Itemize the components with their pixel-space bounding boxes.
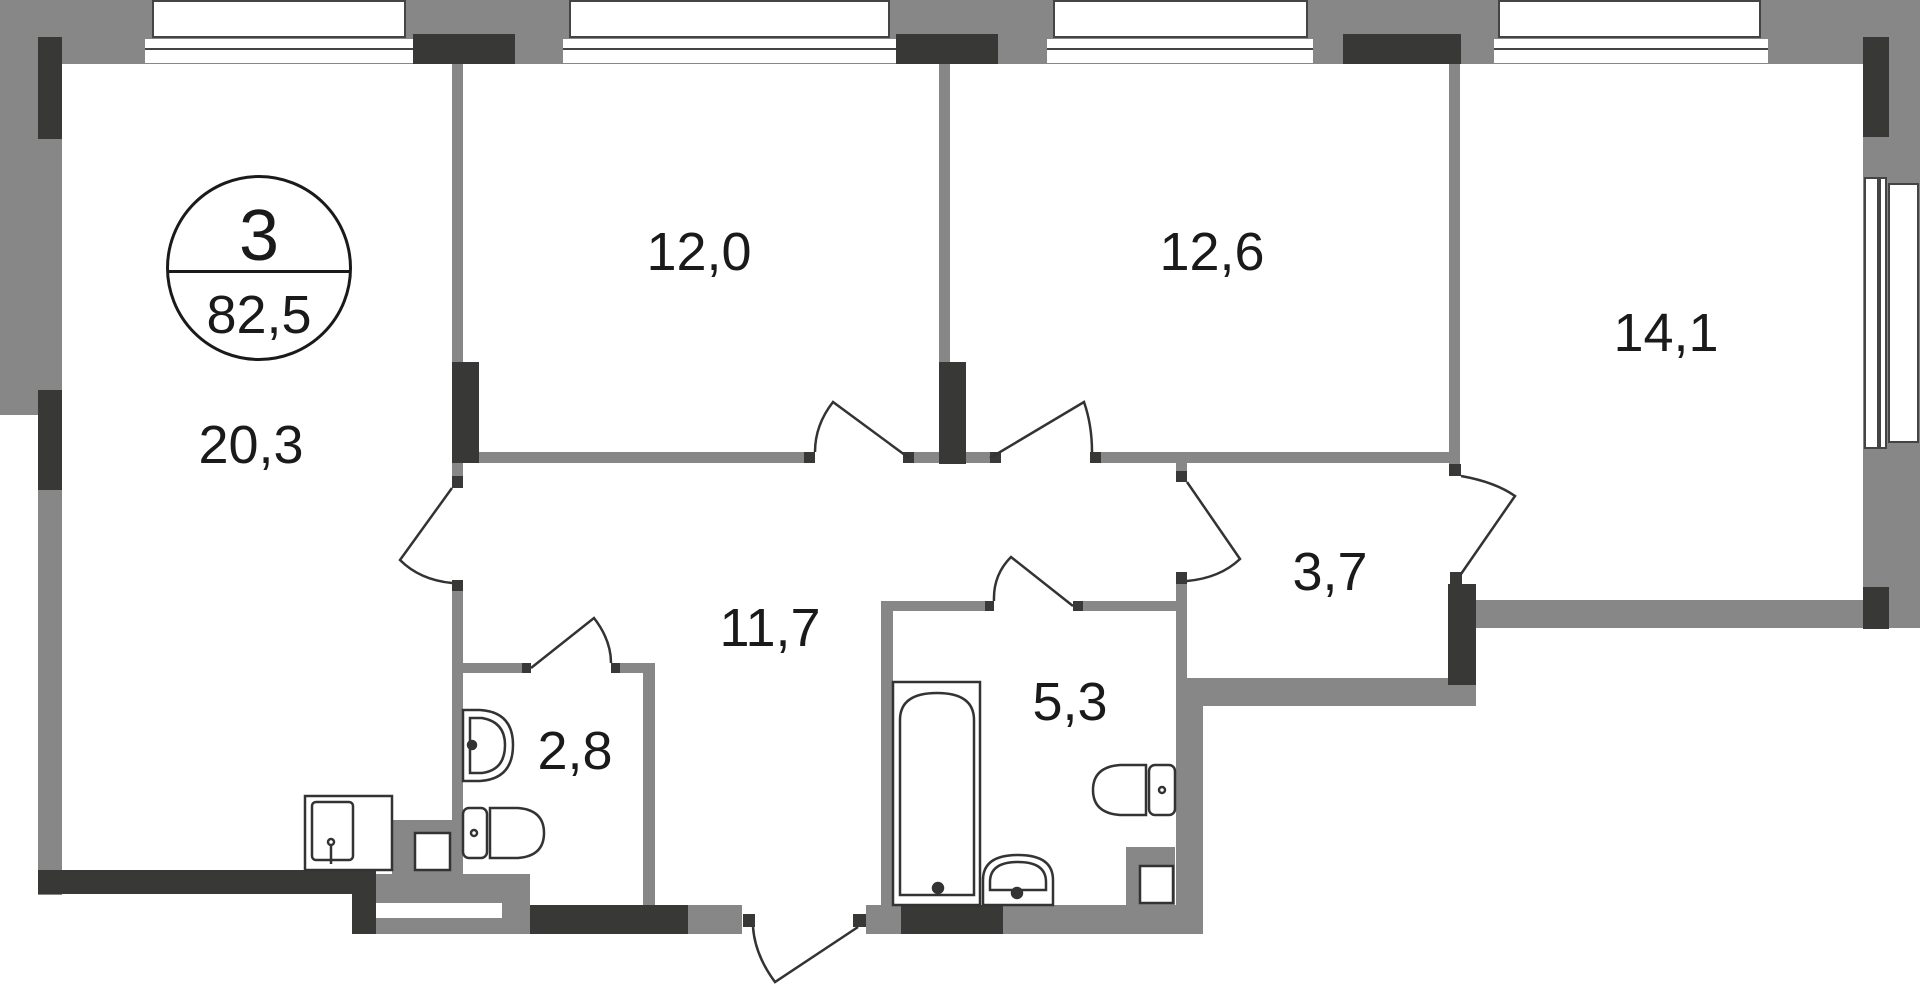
bathroom-sink-icon xyxy=(981,853,1055,907)
room-area-living: 20,3 xyxy=(198,415,304,475)
washing-machine-icon xyxy=(303,794,394,872)
windows xyxy=(145,0,1919,449)
door-entrance xyxy=(751,925,859,984)
door-bedroom-1 xyxy=(813,400,910,460)
apartment-summary-badge: 3 82,5 xyxy=(166,175,352,361)
door-living xyxy=(398,487,454,585)
room-area-wardrobe: 3,7 xyxy=(1292,542,1368,602)
room-area-bedroom-3: 14,1 xyxy=(1613,303,1719,363)
window-3 xyxy=(1047,0,1313,63)
door-bathroom xyxy=(992,555,1074,607)
bathroom-toilet-icon xyxy=(1091,763,1177,817)
doors xyxy=(398,400,1517,984)
toilet-shaft-icon xyxy=(413,831,452,872)
rooms-count: 3 xyxy=(238,196,280,276)
bathroom-shaft-icon xyxy=(1138,864,1175,905)
sink-icon xyxy=(461,708,515,783)
window-4 xyxy=(1494,0,1768,63)
window-5-side xyxy=(1864,177,1919,449)
room-area-bedroom-1: 12,0 xyxy=(646,222,752,282)
door-wardrobe xyxy=(1185,481,1242,583)
wall-niche xyxy=(376,903,502,918)
total-area: 82,5 xyxy=(206,285,312,345)
window-2 xyxy=(563,0,896,63)
bearing-walls xyxy=(38,34,1889,934)
door-toilet xyxy=(530,616,613,669)
fixtures xyxy=(303,680,1177,907)
badge-divider xyxy=(169,270,349,273)
toilet-icon xyxy=(461,806,546,860)
door-bedroom-3 xyxy=(1459,474,1517,575)
room-area-hallway: 11,7 xyxy=(719,598,821,658)
room-area-bathroom: 5,3 xyxy=(1032,672,1108,732)
bathtub-icon xyxy=(891,680,982,907)
room-area-bedroom-2: 12,6 xyxy=(1159,222,1265,282)
door-bedroom-2 xyxy=(989,400,1094,460)
room-area-toilet: 2,8 xyxy=(537,721,613,781)
window-1 xyxy=(145,0,413,63)
